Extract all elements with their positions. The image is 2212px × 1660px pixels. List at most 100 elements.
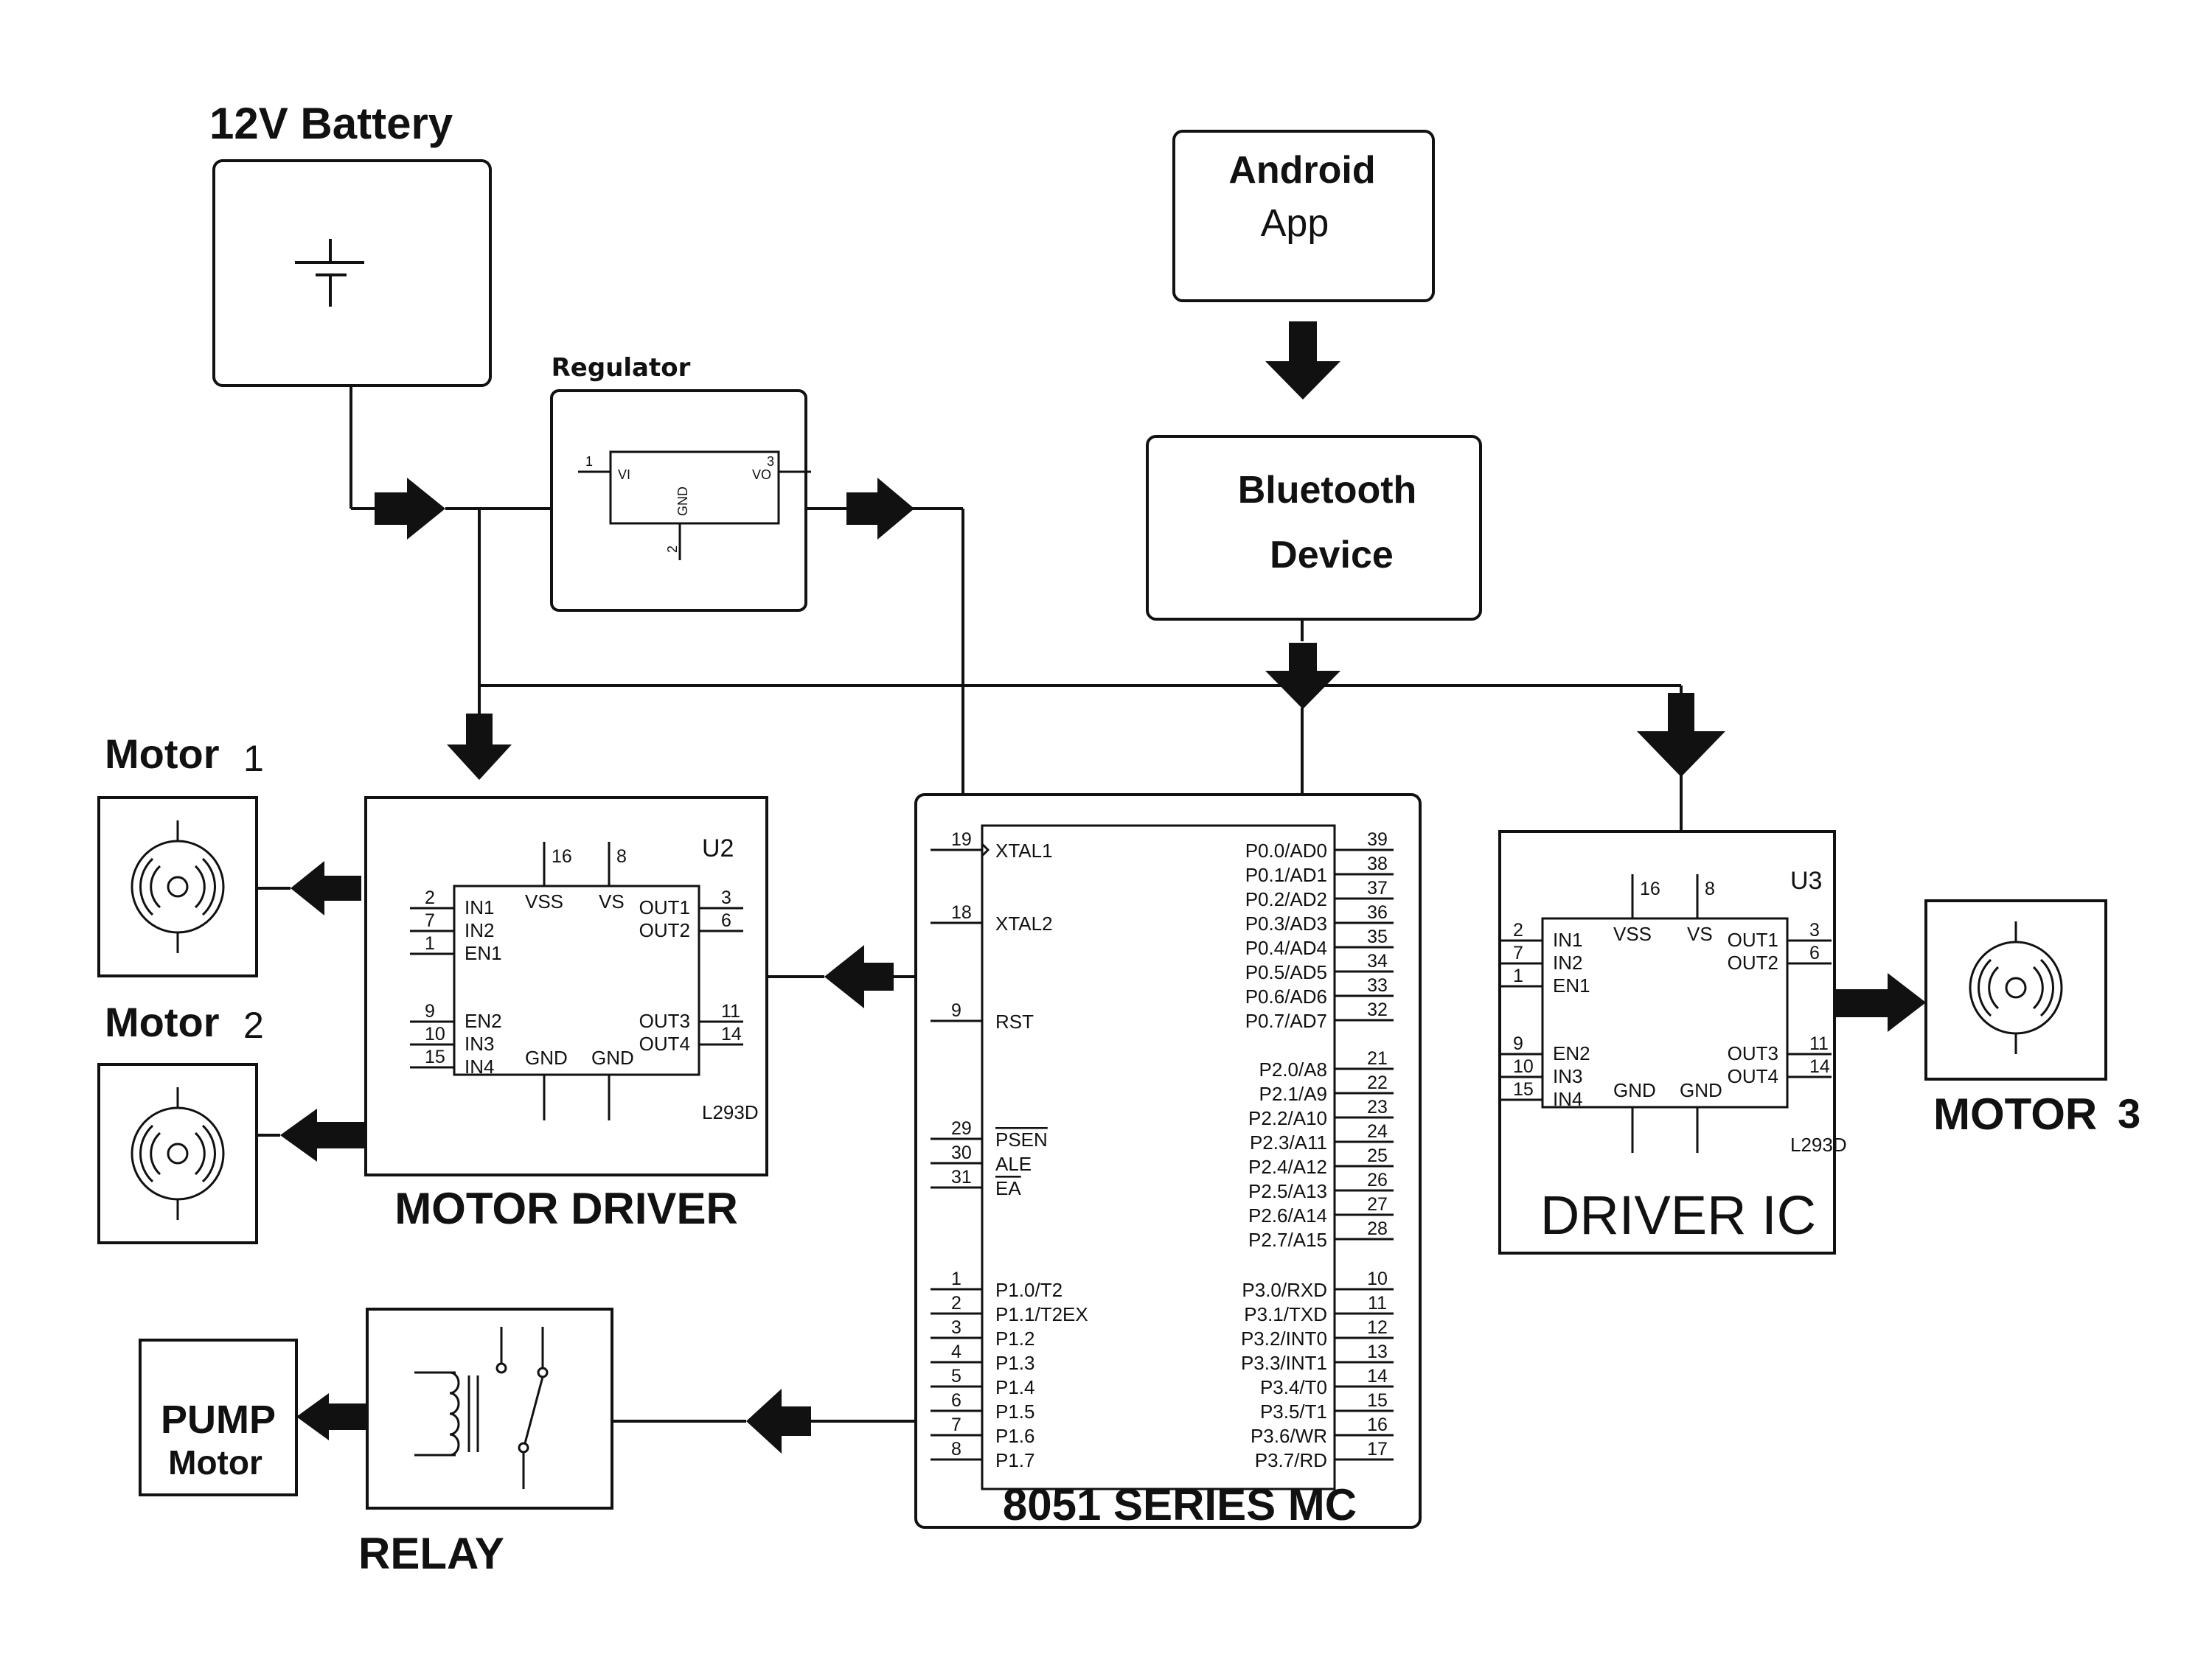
bluetooth-label-1: Bluetooth xyxy=(1238,469,1417,512)
mc-pin-name: P2.3/A11 xyxy=(1250,1131,1327,1154)
mc-pin-name: P0.5/AD5 xyxy=(1245,961,1327,983)
arrow-left-icon xyxy=(291,861,361,916)
mc-pin-name: P2.7/A15 xyxy=(1248,1229,1327,1251)
ic-pin-number: 14 xyxy=(721,1024,742,1045)
ic-pin-name: GND xyxy=(1613,1079,1656,1101)
mc-pin-number: 3 xyxy=(951,1317,961,1338)
arrow-down-icon xyxy=(1265,643,1340,709)
pump-label-2: Motor xyxy=(168,1443,262,1482)
mc-pin-number: 28 xyxy=(1367,1218,1388,1239)
motor1-num: 1 xyxy=(243,738,264,779)
mc-pin-number: 24 xyxy=(1367,1121,1388,1142)
mc-pin-name: P2.6/A14 xyxy=(1248,1204,1327,1227)
motor1-label: Motor xyxy=(105,730,220,777)
ic-pin-name: IN3 xyxy=(1553,1065,1582,1087)
mc-pin-number: 9 xyxy=(951,1000,961,1021)
mc-pin-name: P0.3/AD3 xyxy=(1245,913,1327,935)
mc-pin-name: P3.6/WR xyxy=(1251,1425,1327,1447)
mc-pin-number: 37 xyxy=(1367,878,1388,899)
mc-pin-name: P1.2 xyxy=(995,1328,1035,1350)
ic-pin-number: 15 xyxy=(1513,1079,1534,1100)
dc-motor-icon xyxy=(131,1087,225,1220)
ic-pin-number: 8 xyxy=(1705,879,1715,899)
ic-pin-name: VS xyxy=(599,890,625,913)
mc-pin-number: 1 xyxy=(951,1269,961,1289)
ic-pin-name: OUT2 xyxy=(1728,952,1778,974)
ic-pin-number: 9 xyxy=(1513,1033,1523,1054)
ic-pin-name: VS xyxy=(1687,923,1713,945)
mc-pin-number: 16 xyxy=(1367,1415,1388,1435)
ic-pin-name: IN3 xyxy=(465,1033,494,1055)
android-app-label-1: Android xyxy=(1228,149,1375,192)
motor-driver-label: MOTOR DRIVER xyxy=(394,1184,738,1233)
ic-pin-name: GND xyxy=(591,1047,634,1069)
regulator-label: Regulator xyxy=(552,353,691,383)
ic-pin-number: 1 xyxy=(1513,966,1523,986)
wires xyxy=(257,386,1683,1423)
ic-pin-number: 2 xyxy=(1513,920,1523,941)
mc-pin-name: P0.1/AD1 xyxy=(1245,864,1327,886)
mc-pin-number: 7 xyxy=(951,1415,961,1435)
mc-pin-number: 30 xyxy=(951,1143,972,1163)
mc-pin-number: 15 xyxy=(1367,1390,1388,1411)
ic-pin-name: VSS xyxy=(525,890,563,913)
ic-ref-label: U3 xyxy=(1790,867,1822,895)
driver-ic-block xyxy=(1498,830,1836,1255)
mc-pin-number: 17 xyxy=(1367,1439,1388,1460)
ic-pin-name: OUT1 xyxy=(639,896,690,918)
mc-pin-name: P0.7/AD7 xyxy=(1245,1010,1327,1032)
mc-pin-name: P3.5/T1 xyxy=(1260,1401,1327,1423)
arrow-left-icon xyxy=(280,1109,370,1162)
mc-pin-number: 26 xyxy=(1367,1170,1388,1190)
relay-label: RELAY xyxy=(358,1529,504,1578)
mc-pin-number: 36 xyxy=(1367,902,1388,923)
mc-pin-name: XTAL1 xyxy=(995,840,1053,862)
mc-pin-name: EA xyxy=(995,1177,1021,1199)
ic-pin-name: OUT4 xyxy=(1728,1065,1778,1087)
ic-pin-name: GND xyxy=(525,1047,568,1069)
mc-pin-name: P2.1/A9 xyxy=(1259,1083,1327,1105)
mc-pin-number: 4 xyxy=(951,1342,961,1362)
mc-pin-name: P0.6/AD6 xyxy=(1245,986,1327,1008)
ic-pin-name: IN1 xyxy=(465,896,494,918)
mc-pin-number: 35 xyxy=(1367,927,1388,947)
arrow-down-icon xyxy=(1637,693,1725,777)
android-app-block xyxy=(1172,130,1435,302)
mc-pin-name: P0.0/AD0 xyxy=(1245,840,1327,862)
mc-pin-name: P3.1/TXD xyxy=(1244,1303,1327,1325)
motor3-num: 3 xyxy=(2118,1090,2140,1137)
regulator-block xyxy=(550,389,807,612)
regulator-pin-gnd: 2 xyxy=(665,545,680,553)
arrow-left-icon xyxy=(746,1389,811,1454)
ic-part-label: L293D xyxy=(702,1101,759,1123)
ic-pin-number: 2 xyxy=(425,887,435,908)
mc-pin-number: 6 xyxy=(951,1390,961,1411)
mc-pin-name: PSEN xyxy=(995,1129,1048,1151)
relay-block xyxy=(366,1308,613,1510)
mc-pin-number: 5 xyxy=(951,1366,961,1387)
ic-pin-name: OUT1 xyxy=(1728,929,1778,951)
mc-pin-name: P1.1/T2EX xyxy=(995,1303,1088,1325)
android-app-label-2: App xyxy=(1261,202,1329,245)
ic-pin-number: 11 xyxy=(1809,1033,1829,1054)
arrow-down-icon xyxy=(447,714,512,780)
mc-pin-name: P1.3 xyxy=(995,1352,1035,1374)
mc-pin-name: P3.3/INT1 xyxy=(1241,1352,1327,1374)
regulator-vi: VI xyxy=(618,467,630,482)
ic-body xyxy=(1541,917,1789,1109)
ic-pin-name: EN1 xyxy=(1553,974,1590,997)
ic-pin-name: IN4 xyxy=(1553,1088,1582,1110)
mc-pin-name: P1.6 xyxy=(995,1425,1035,1447)
mc-pin-number: 10 xyxy=(1367,1269,1388,1289)
mc-pin-name: P0.4/AD4 xyxy=(1245,937,1327,959)
ic-pin-number: 1 xyxy=(425,933,435,954)
mc-label: 8051 SERIES MC xyxy=(1003,1480,1357,1530)
ic-pin-number: 7 xyxy=(1513,943,1523,963)
ic-pin-number: 11 xyxy=(721,1001,740,1022)
ic-ref-label: U2 xyxy=(702,834,734,862)
ic-pin-name: VSS xyxy=(1613,923,1652,945)
mc-pin-number: 14 xyxy=(1367,1366,1388,1387)
regulator-vo: VO xyxy=(752,467,771,482)
